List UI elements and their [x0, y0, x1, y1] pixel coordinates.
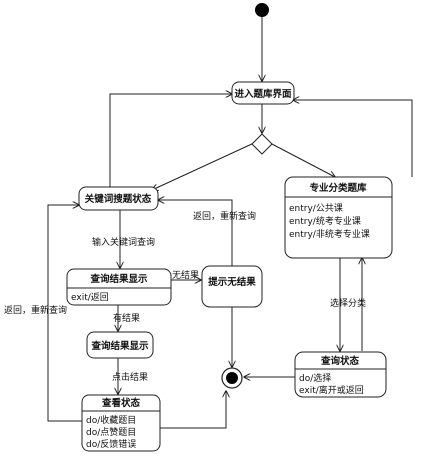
- state-category-library: 专业分类题库 entry/公共课 entry/统考专业课 entry/非统考专业…: [284, 176, 393, 259]
- label-input-keyword-query: 输入关键词查询: [92, 236, 155, 248]
- state-keyword-search: 关键词搜题状态: [78, 186, 159, 211]
- state-category-activity-2: entry/统考专业课: [289, 215, 361, 227]
- state-query-activity-1: do/选择: [299, 372, 331, 384]
- state-prompt-no-result: 提示无结果: [201, 265, 263, 308]
- state-view: 查看状态 do/收藏题目 do/点赞题目 do/反馈错误: [81, 394, 161, 452]
- state-enter-library-title: 进入题库界面: [234, 88, 292, 100]
- state-category-activity-3: entry/非统考专业课: [289, 228, 370, 240]
- label-return-requery-top: 返回，重新查询: [193, 210, 256, 222]
- state-query-result-title: 查询结果显示: [89, 273, 148, 285]
- edge-decision-to-keyword: [152, 142, 255, 190]
- state-query-result-display-2: 查询结果显示: [86, 331, 154, 359]
- state-view-activity-1: do/收藏题目: [86, 414, 136, 426]
- state-query-result-2-title: 查询结果显示: [90, 340, 149, 352]
- final-node: [221, 367, 243, 389]
- state-query: 查询状态 do/选择 exit/离开或返回: [294, 351, 387, 398]
- edge-decision-to-category: [269, 142, 335, 177]
- label-select-category: 选择分类: [330, 297, 366, 309]
- initial-node: [255, 3, 269, 17]
- label-click-result: 点击结果: [112, 371, 148, 383]
- state-enter-library: 进入题库界面: [231, 81, 295, 105]
- decision-node: [251, 133, 273, 155]
- state-view-activity-3: do/反馈错误: [86, 438, 136, 450]
- label-no-result: 无结果: [172, 269, 199, 281]
- edge-view-to-final: [160, 391, 226, 429]
- edge-view-to-keyword: [47, 205, 82, 422]
- state-query-title: 查询状态: [320, 355, 360, 367]
- edge-keyword-to-enter: [109, 94, 232, 187]
- state-category-activity-1: entry/公共课: [289, 203, 343, 214]
- state-query-activity-2: exit/离开或返回: [299, 384, 364, 396]
- edge-noresult-to-keyword: [158, 200, 233, 266]
- label-has-result: 有结果: [113, 312, 140, 324]
- state-query-result-display: 查询结果显示 exit/返回: [66, 268, 172, 306]
- state-prompt-no-result-title: 提示无结果: [208, 276, 256, 288]
- state-keyword-search-title: 关键词搜题状态: [85, 193, 152, 205]
- edge-category-to-enter: [293, 100, 413, 177]
- label-return-requery-left: 返回，重新查询: [4, 304, 67, 316]
- state-category-library-title: 专业分类题库: [309, 182, 367, 194]
- state-view-activity-2: do/点赞题目: [86, 426, 136, 438]
- state-query-result-activity: exit/返回: [71, 291, 109, 303]
- state-view-title: 查看状态: [101, 397, 141, 409]
